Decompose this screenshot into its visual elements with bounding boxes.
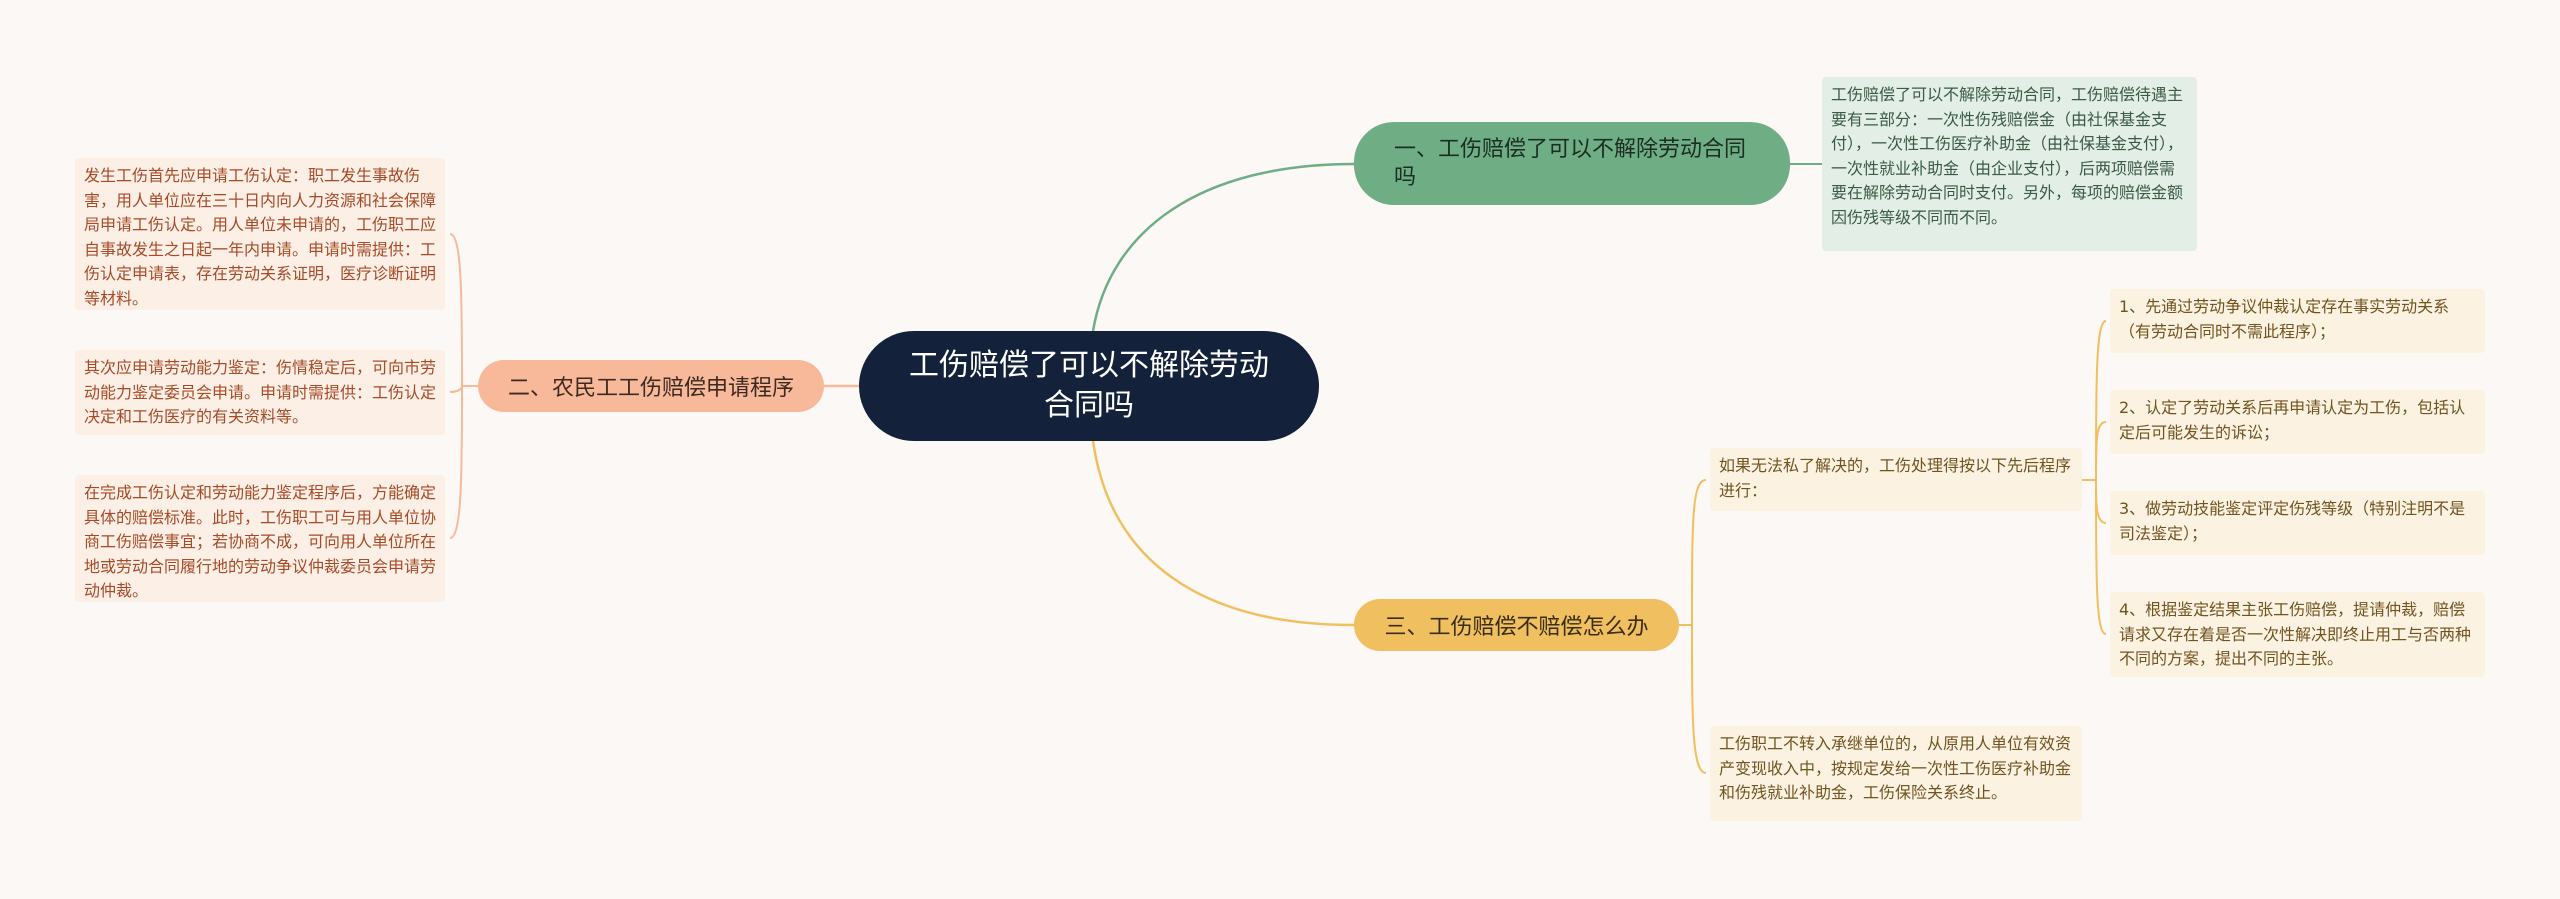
procedure-step-4[interactable]: 4、根据鉴定结果主张工伤赔偿，提请仲裁，赔偿请求又存在着是否一次性解决即终止用工… [2110, 592, 2485, 677]
branch-3-sub-procedure[interactable]: 如果无法私了解决的，工伤处理得按以下先后程序进行： [1710, 448, 2082, 511]
procedure-step-1[interactable]: 1、先通过劳动争议仲裁认定存在事实劳动关系（有劳动合同时不需此程序）； [2110, 289, 2485, 353]
procedure-step-2[interactable]: 2、认定了劳动关系后再申请认定为工伤，包括认定后可能发生的诉讼； [2110, 390, 2485, 454]
connector-central-branch3 [1091, 440, 1355, 627]
branch-1-detail[interactable]: 工伤赔偿了可以不解除劳动合同，工伤赔偿待遇主要有三部分：一次性伤残赔偿金（由社保… [1822, 77, 2197, 251]
branch-2-node[interactable]: 二、农民工工伤赔偿申请程序 [478, 360, 824, 412]
connector-branch3-subs [1679, 479, 1707, 774]
connector-sub1-steps [2082, 320, 2107, 635]
connector-branch2-leaves [449, 233, 478, 539]
branch-2-leaf-2[interactable]: 其次应申请劳动能力鉴定：伤情稳定后，可向市劳动能力鉴定委员会申请。申请时需提供：… [75, 350, 445, 435]
branch-3-node[interactable]: 三、工伤赔偿不赔偿怎么办 [1354, 599, 1679, 651]
branch-2-leaf-1[interactable]: 发生工伤首先应申请工伤认定：职工发生事故伤害，用人单位应在三十日内向人力资源和社… [75, 158, 445, 310]
procedure-step-3[interactable]: 3、做劳动技能鉴定评定伤残等级（特别注明不是司法鉴定）； [2110, 491, 2485, 555]
connector-central-branch1 [1091, 162, 1355, 332]
central-topic[interactable]: 工伤赔偿了可以不解除劳动合同吗 [859, 331, 1319, 441]
branch-3-sub-compensation[interactable]: 工伤职工不转入承继单位的，从原用人单位有效资产变现收入中，按规定发给一次性工伤医… [1710, 726, 2082, 821]
branch-2-leaf-3[interactable]: 在完成工伤认定和劳动能力鉴定程序后，方能确定具体的赔偿标准。此时，工伤职工可与用… [75, 475, 445, 602]
branch-1-node[interactable]: 一、工伤赔偿了可以不解除劳动合同吗 [1354, 122, 1790, 205]
